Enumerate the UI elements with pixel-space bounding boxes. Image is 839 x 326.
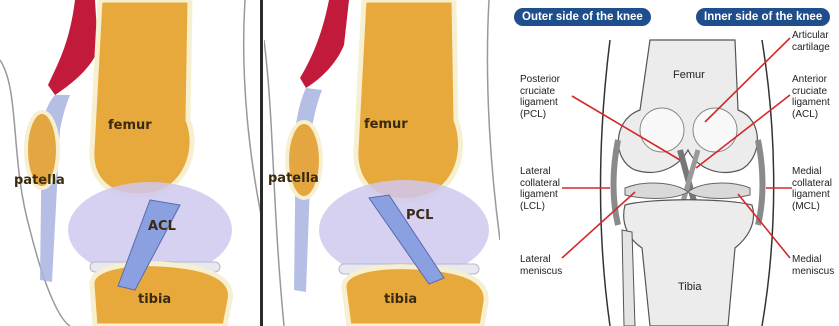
femur-bone bbox=[356, 0, 461, 201]
tibia-label: Tibia bbox=[678, 282, 701, 294]
medial-meniscus-label: Medial meniscus bbox=[792, 254, 834, 277]
tibia-label: tibia bbox=[138, 292, 171, 307]
mcl-label: Medial collateral ligament (MCL) bbox=[792, 166, 832, 212]
knee-front-view-panel: Outer side of the knee Inner side of the… bbox=[500, 0, 839, 326]
fibula-bone bbox=[622, 230, 635, 326]
acl-illustration-panel: femur patella ACL tibia bbox=[0, 0, 262, 326]
skin-outline-back bbox=[487, 0, 500, 240]
outer-side-badge: Outer side of the knee bbox=[514, 8, 651, 26]
quadriceps-muscle bbox=[300, 0, 349, 88]
lcl-label: Lateral collateral ligament (LCL) bbox=[520, 166, 560, 212]
femur-label: femur bbox=[364, 117, 408, 132]
femur-label: Femur bbox=[673, 70, 705, 82]
panel-divider bbox=[260, 0, 263, 326]
quadriceps-muscle bbox=[48, 0, 98, 95]
pcl-label: Posterior cruciate ligament (PCL) bbox=[520, 74, 560, 120]
patella-label: patella bbox=[14, 173, 65, 188]
acl-knee-drawing bbox=[0, 0, 262, 326]
patella-label: patella bbox=[268, 171, 319, 186]
leg-outline-left bbox=[601, 40, 610, 326]
articular-cartilage bbox=[640, 108, 684, 152]
knee-front-drawing bbox=[500, 0, 839, 326]
mcl-ligament bbox=[758, 140, 763, 225]
articular-cartilage bbox=[693, 108, 737, 152]
lateral-meniscus bbox=[625, 183, 688, 198]
femur-label: femur bbox=[108, 118, 152, 133]
acl-label: ACL bbox=[148, 219, 176, 234]
pcl-illustration-panel: femur patella PCL tibia bbox=[264, 0, 500, 326]
articular-cartilage-label: Articular cartilage bbox=[792, 30, 830, 53]
lateral-meniscus-label: Lateral meniscus bbox=[520, 254, 562, 277]
patella-bone bbox=[287, 122, 321, 198]
tibia-label: tibia bbox=[384, 292, 417, 307]
femur-bone bbox=[92, 0, 192, 196]
tibia-bone bbox=[624, 200, 754, 326]
pcl-knee-drawing bbox=[264, 0, 500, 326]
pcl-label: PCL bbox=[406, 208, 433, 223]
lcl-ligament bbox=[614, 140, 619, 225]
acl-label: Anterior cruciate ligament (ACL) bbox=[792, 74, 830, 120]
inner-side-badge: Inner side of the knee bbox=[696, 8, 830, 26]
femur-bone bbox=[618, 40, 757, 172]
